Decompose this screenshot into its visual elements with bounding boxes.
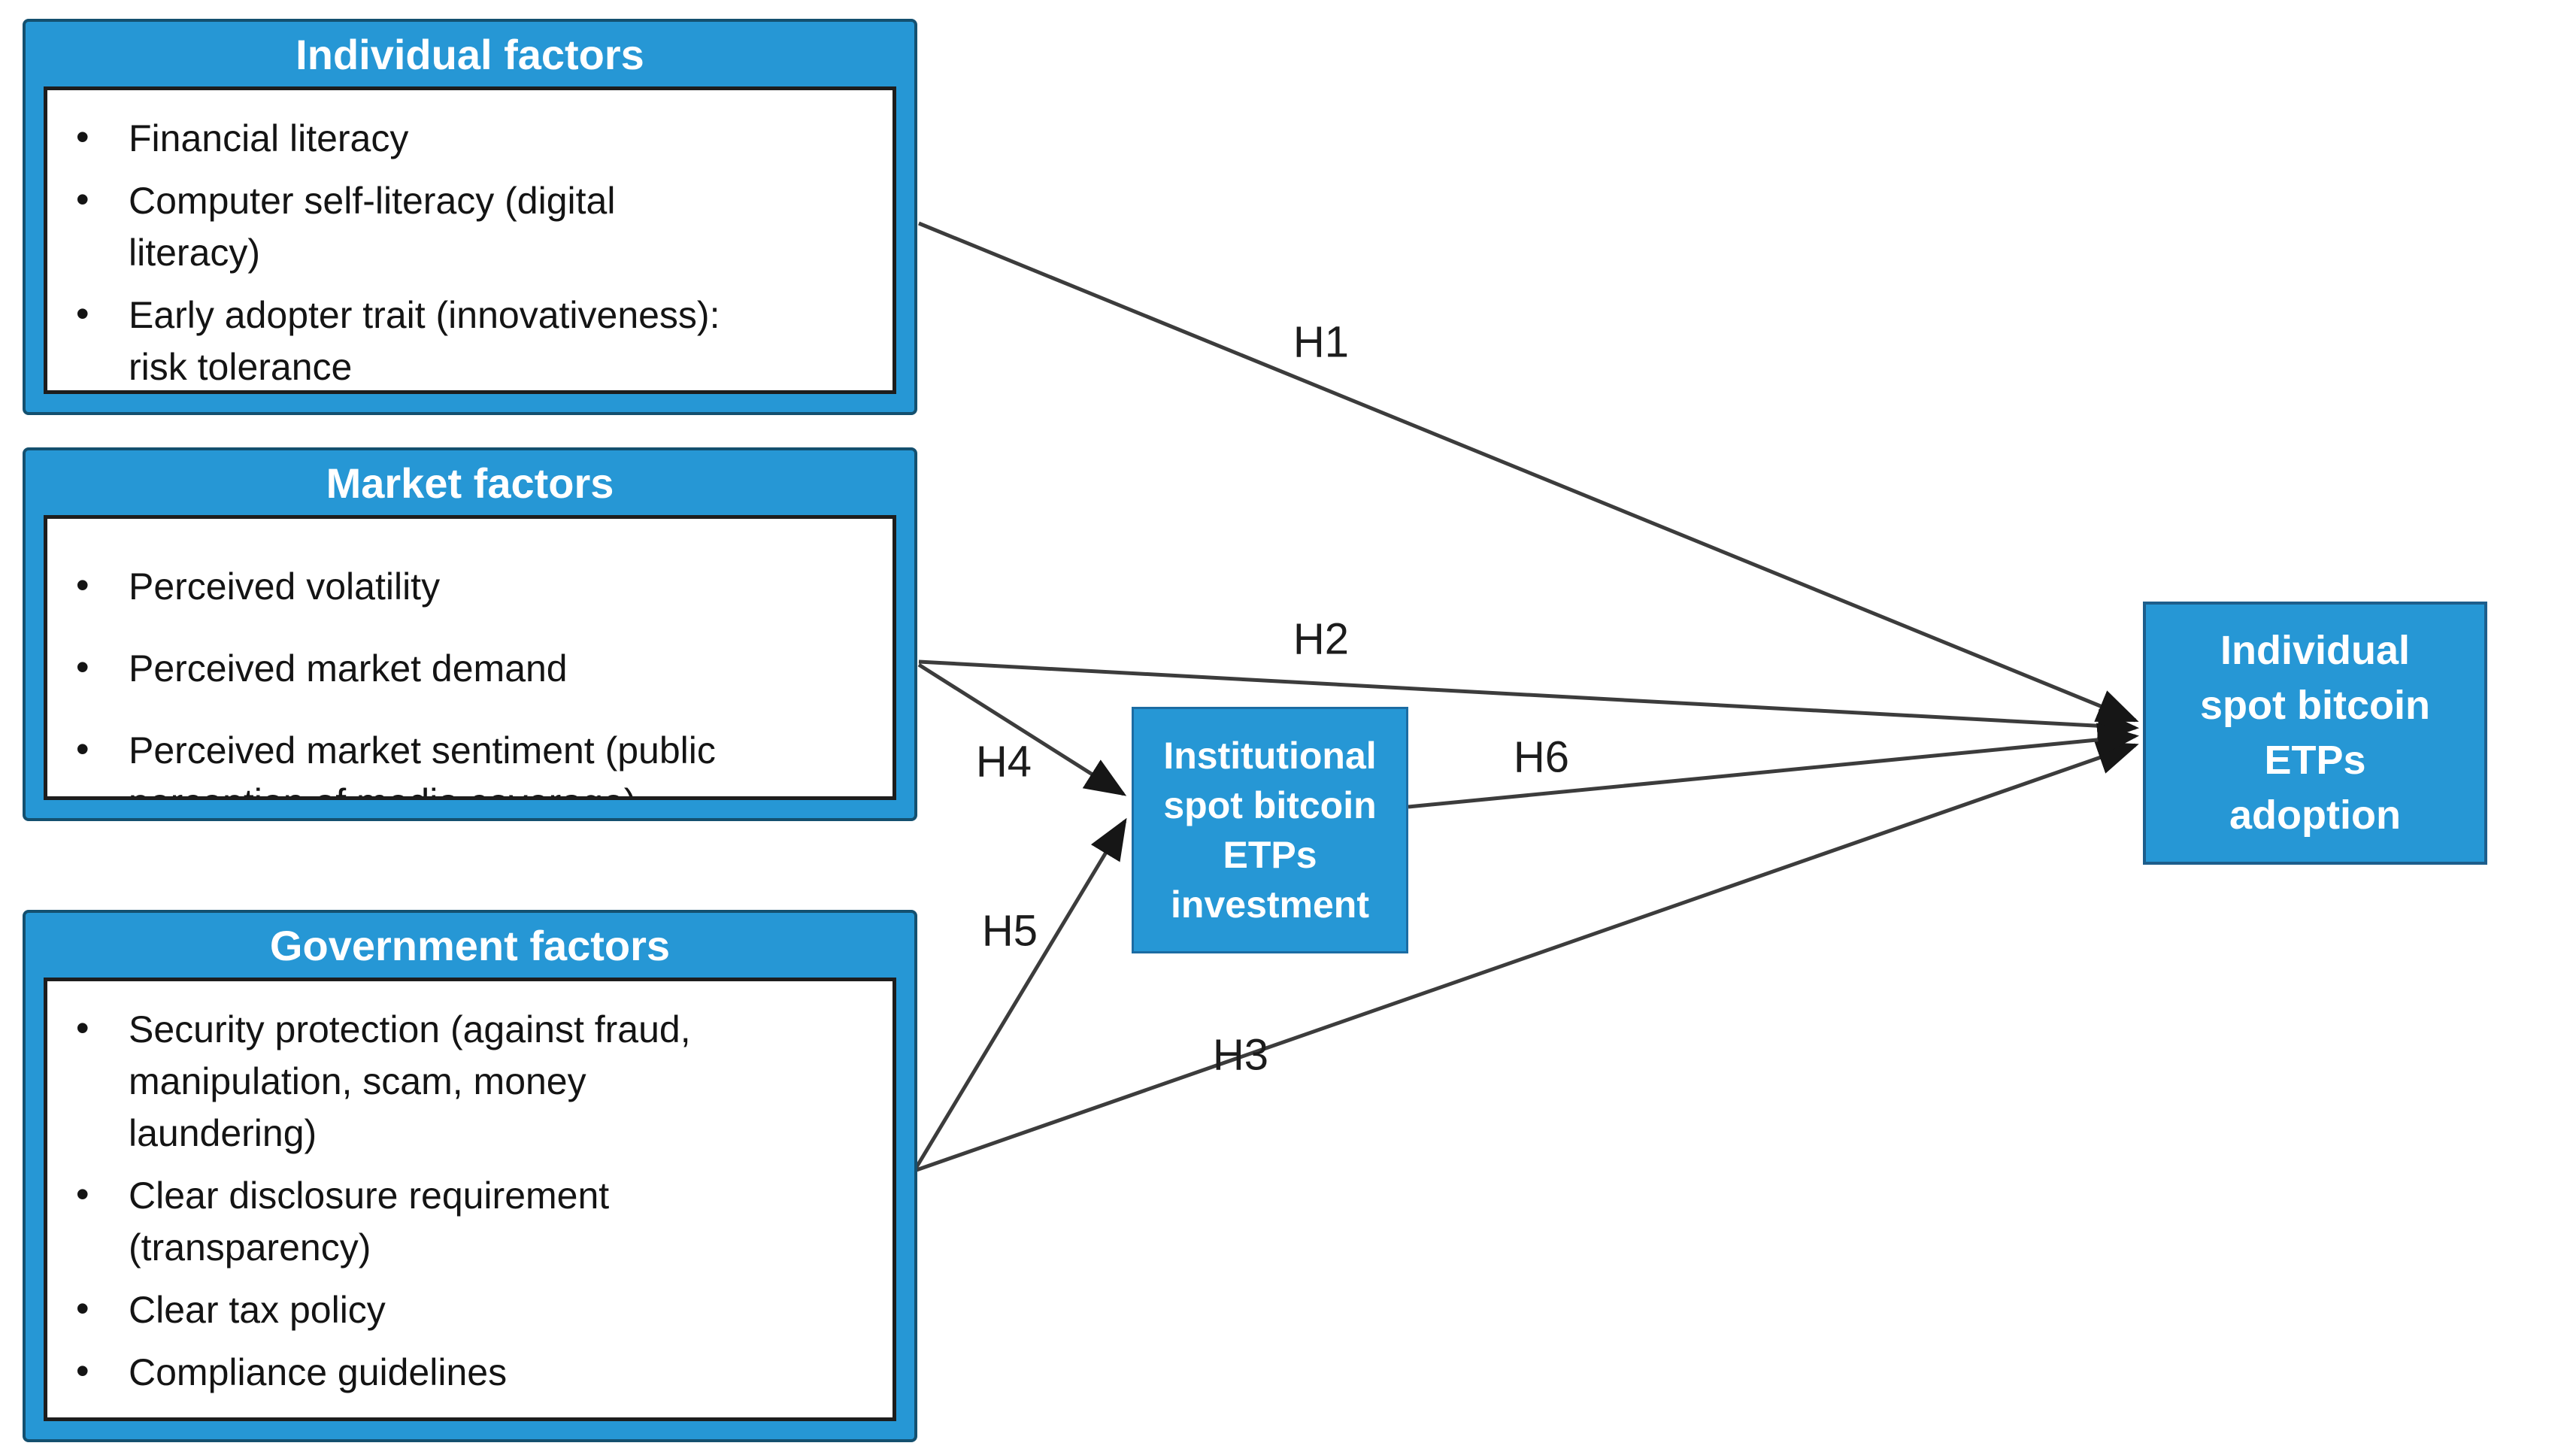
arrow-h3: [914, 741, 2139, 1173]
box-label-line: ETPs: [1223, 834, 1317, 876]
mediator-box-institutional-investment: Institutional spot bitcoin ETPs investme…: [1132, 707, 1408, 953]
arrow-h1: [918, 221, 2139, 723]
hypothesis-label-h6: H6: [1513, 732, 1570, 782]
factor-item: Perceived market sentiment (public perce…: [47, 723, 870, 796]
outcome-box-label: Individual spot bitcoin ETPs adoption: [2146, 623, 2484, 843]
factor-item: Computer self-literacy (digital literacy…: [47, 174, 870, 279]
factor-item: Early adopter trait (innovativeness): ri…: [47, 288, 870, 390]
factor-item: Clear tax policy: [47, 1283, 870, 1336]
factor-box-market: Market factors Perceived volatility Perc…: [23, 447, 917, 821]
factor-box-individual: Individual factors Financial literacy Co…: [23, 19, 917, 415]
factor-list: Financial literacy Computer self-literac…: [47, 111, 870, 390]
factor-item: Clear disclosure requirement (transparen…: [47, 1169, 870, 1274]
arrow-h5: [912, 817, 1127, 1172]
box-label-line: spot bitcoin ETPs: [2200, 683, 2430, 783]
factor-list: Security protection (against fraud, mani…: [47, 1002, 870, 1399]
factor-item: Security protection (against fraud, mani…: [47, 1002, 870, 1159]
arrow-h6: [1408, 723, 2139, 809]
hypothesis-label-h3: H3: [1212, 1030, 1269, 1080]
factor-item: Financial literacy: [47, 111, 870, 165]
factor-box-body: Perceived volatility Perceived market de…: [44, 515, 896, 800]
hypothesis-label-h4: H4: [975, 737, 1032, 787]
hypothesis-label-h1: H1: [1293, 317, 1350, 367]
hypothesis-label-h5: H5: [981, 906, 1038, 956]
factor-box-body: Financial literacy Computer self-literac…: [44, 86, 896, 394]
mediator-box-label: Institutional spot bitcoin ETPs investme…: [1163, 731, 1376, 929]
factor-box-title: Government factors: [269, 922, 671, 969]
factor-item: Perceived market demand: [47, 641, 870, 695]
arrow-h4: [917, 662, 1127, 796]
factor-item: Perceived volatility: [47, 559, 870, 613]
hypothesis-label-h2: H2: [1293, 614, 1350, 664]
box-label-line: spot bitcoin: [1163, 784, 1377, 826]
factor-box-government: Government factors Security protection (…: [23, 910, 917, 1442]
box-label-line: investment: [1171, 884, 1369, 926]
outcome-box-individual-adoption: Individual spot bitcoin ETPs adoption: [2143, 602, 2487, 865]
factor-box-title: Market factors: [326, 459, 614, 507]
factor-box-body: Security protection (against fraud, mani…: [44, 978, 896, 1421]
arrow-h2: [918, 659, 2139, 743]
factor-item: Compliance guidelines: [47, 1345, 870, 1399]
factor-box-title: Individual factors: [295, 31, 644, 78]
box-label-line: Individual: [2220, 628, 2411, 674]
factor-list: Perceived volatility Perceived market de…: [47, 559, 870, 796]
box-label-line: Institutional: [1163, 735, 1377, 777]
box-label-line: adoption: [2229, 792, 2401, 838]
